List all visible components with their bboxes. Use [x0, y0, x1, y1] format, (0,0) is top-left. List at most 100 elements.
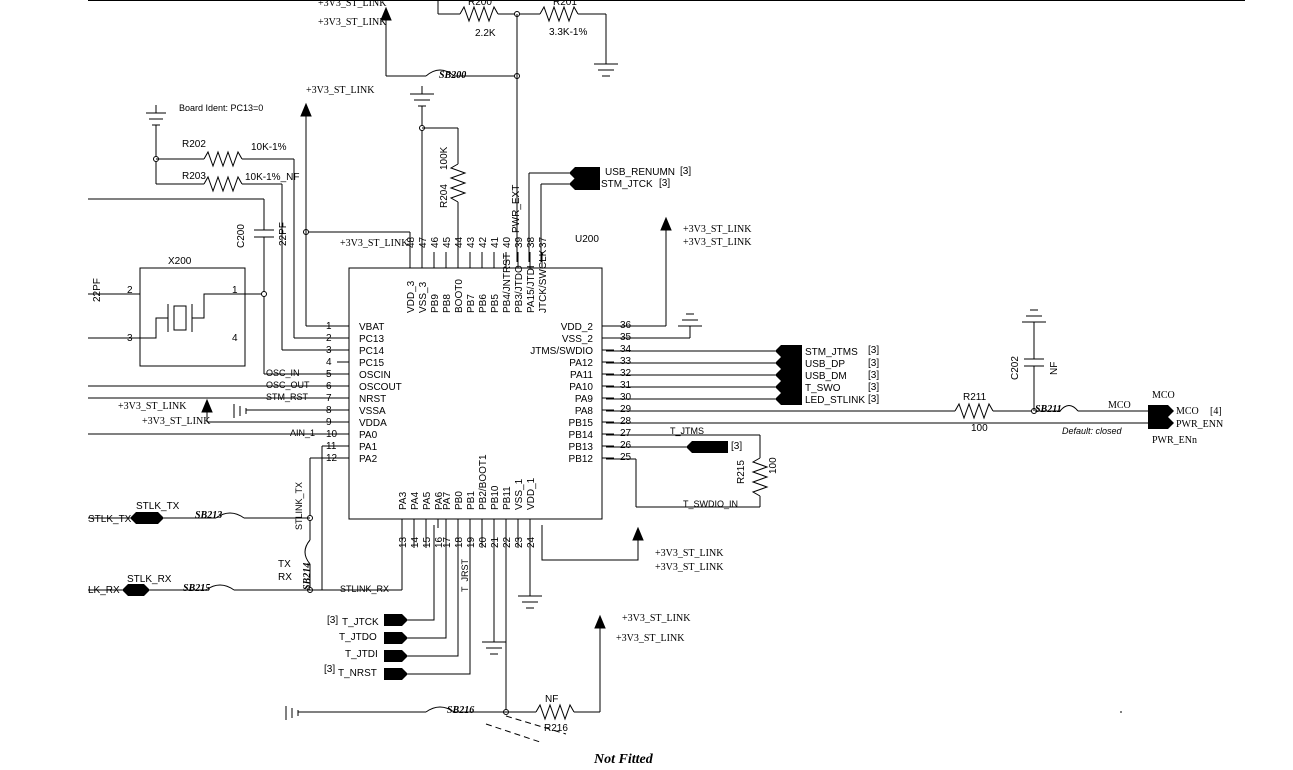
- power-label: +3V3_ST_LINK: [616, 633, 685, 644]
- solder-bridge-icon: [304, 539, 311, 565]
- usb-renumn-ref: [3]: [680, 166, 691, 177]
- right-connectors: STM_JTMS [3] USB_DP [3] USB_DM [3] T_SWO…: [606, 345, 879, 406]
- mco-connector: [1148, 405, 1174, 417]
- pin-number: 38: [526, 236, 537, 248]
- pin-number: 45: [442, 236, 453, 248]
- pin-number: 48: [406, 236, 417, 248]
- stm-jtms-label: STM_JTMS: [805, 347, 858, 358]
- mco-net-label: MCO: [1108, 400, 1131, 411]
- pin-number: 17: [442, 536, 453, 548]
- sb211-label: SB211: [1035, 404, 1062, 415]
- pin-name: PB15: [569, 418, 594, 429]
- pin-number: 4: [326, 357, 332, 368]
- t-nrst-label: T_NRST: [338, 668, 377, 679]
- r204-label: R204: [439, 184, 450, 208]
- pin-number: 14: [410, 536, 421, 548]
- pin-number: 31: [620, 380, 632, 391]
- r201-value: 3.3K-1%: [549, 27, 587, 38]
- usb-dm-label: USB_DM: [805, 371, 847, 382]
- pin-name: PB9: [430, 294, 441, 313]
- pin-name: PA8: [575, 406, 594, 417]
- r203-resistor: [203, 175, 243, 193]
- not-fitted-pointer: [485, 723, 541, 743]
- r216-value: NF: [545, 694, 558, 705]
- pin-name: PC13: [359, 334, 384, 345]
- osc-out-label: OSC_OUT: [266, 380, 310, 390]
- pin-name: PB7: [466, 294, 477, 313]
- t-jtck-bottom-label: T_JTCK: [342, 617, 379, 628]
- r204-resistor: [449, 163, 467, 203]
- stlk-rx-label: STLK_RX: [127, 574, 172, 585]
- r204-value: 100K: [439, 146, 450, 170]
- crystal-icon: [173, 305, 187, 331]
- c200-label: C200: [236, 224, 247, 248]
- pin-name: OSCOUT: [359, 382, 402, 393]
- pin-number: 23: [514, 536, 525, 548]
- solder-bridge-icon: [215, 512, 245, 519]
- t-jtck-right-ref: [3]: [731, 441, 742, 452]
- r202-label: R202: [182, 139, 206, 150]
- power-label: +3V3_ST_LINK: [622, 613, 691, 624]
- t-jtck-right-connector: [686, 441, 728, 453]
- u200-right-pins: 36VDD_235VSS_234JTMS/SWDIO33PA1232PA1131…: [530, 320, 631, 465]
- pin-number: 20: [478, 536, 489, 548]
- pin-number: 27: [620, 428, 632, 439]
- t-swo-label: T_SWO: [805, 383, 841, 394]
- pin-name: NRST: [359, 394, 386, 405]
- pin-number: 26: [620, 440, 632, 451]
- power-arrow-icon: [660, 216, 672, 231]
- power-label: +3V3_ST_LINK: [142, 416, 211, 427]
- pin-name: PA12: [569, 358, 593, 369]
- mco-conn-label: MCO: [1176, 406, 1199, 417]
- pin-number: 13: [398, 536, 409, 548]
- pin-name: PB8: [442, 294, 453, 313]
- default-closed-note: Default: closed: [1062, 426, 1123, 436]
- pin-number: 34: [620, 344, 632, 355]
- r201-resistor: [539, 5, 579, 23]
- power-label: +3V3_ST_LINK: [340, 238, 409, 249]
- pin-name: VDD_1: [526, 477, 537, 510]
- pin-name: PB12: [569, 454, 594, 465]
- usb-dm-ref: [3]: [868, 370, 879, 381]
- pin-number: 42: [478, 236, 489, 248]
- t-nrst-ref: [3]: [324, 664, 335, 675]
- pin-number: 40: [502, 236, 513, 248]
- pin-name: PB4/JNTRST: [502, 253, 513, 313]
- x200-label: X200: [168, 256, 192, 267]
- power-label: +3V3_ST_LINK: [306, 85, 375, 96]
- c202-label: C202: [1010, 356, 1021, 380]
- stlk-rx-net: LK_RX: [88, 585, 120, 596]
- t-jtck-bottom-connector: [384, 614, 408, 626]
- pin-number: 41: [490, 236, 501, 248]
- wire: [408, 525, 435, 621]
- pin-name: PB6: [478, 294, 489, 313]
- solder-bridge-icon: [425, 69, 455, 77]
- sb200-label: SB200: [439, 70, 466, 81]
- led-stlink-connector: [775, 393, 802, 405]
- usb-renumn-connector: [569, 167, 600, 179]
- power-label: +3V3_ST_LINK: [118, 401, 187, 412]
- wire: [408, 525, 459, 657]
- pin-name: PA2: [359, 454, 378, 465]
- power-label: +3V3_ST_LINK: [318, 17, 387, 28]
- pin-number: 39: [514, 236, 525, 248]
- stm-jtck-ref: [3]: [659, 178, 670, 189]
- usb-dp-connector: [775, 357, 802, 369]
- r216-label: R216: [544, 723, 568, 734]
- pwr-enn-label: PWR_ENN: [1176, 419, 1223, 430]
- pin-name: PC14: [359, 346, 384, 357]
- pin-number: 19: [466, 536, 477, 548]
- pin-number: 18: [454, 536, 465, 548]
- solder-bridge-icon: [1059, 405, 1079, 412]
- sb215-label: SB215: [183, 583, 210, 594]
- tx-label: TX: [278, 559, 291, 570]
- power-arrow-icon: [632, 526, 644, 541]
- x200-body: [139, 267, 246, 367]
- pin-number: 28: [620, 416, 632, 427]
- stlk-tx-label: STLK_TX: [136, 501, 180, 512]
- usb-dp-ref: [3]: [868, 358, 879, 369]
- stm-rst-label: STM_RST: [266, 392, 309, 402]
- pin-name: VDD_3: [406, 280, 417, 313]
- c-left-value: 22PF: [92, 278, 103, 302]
